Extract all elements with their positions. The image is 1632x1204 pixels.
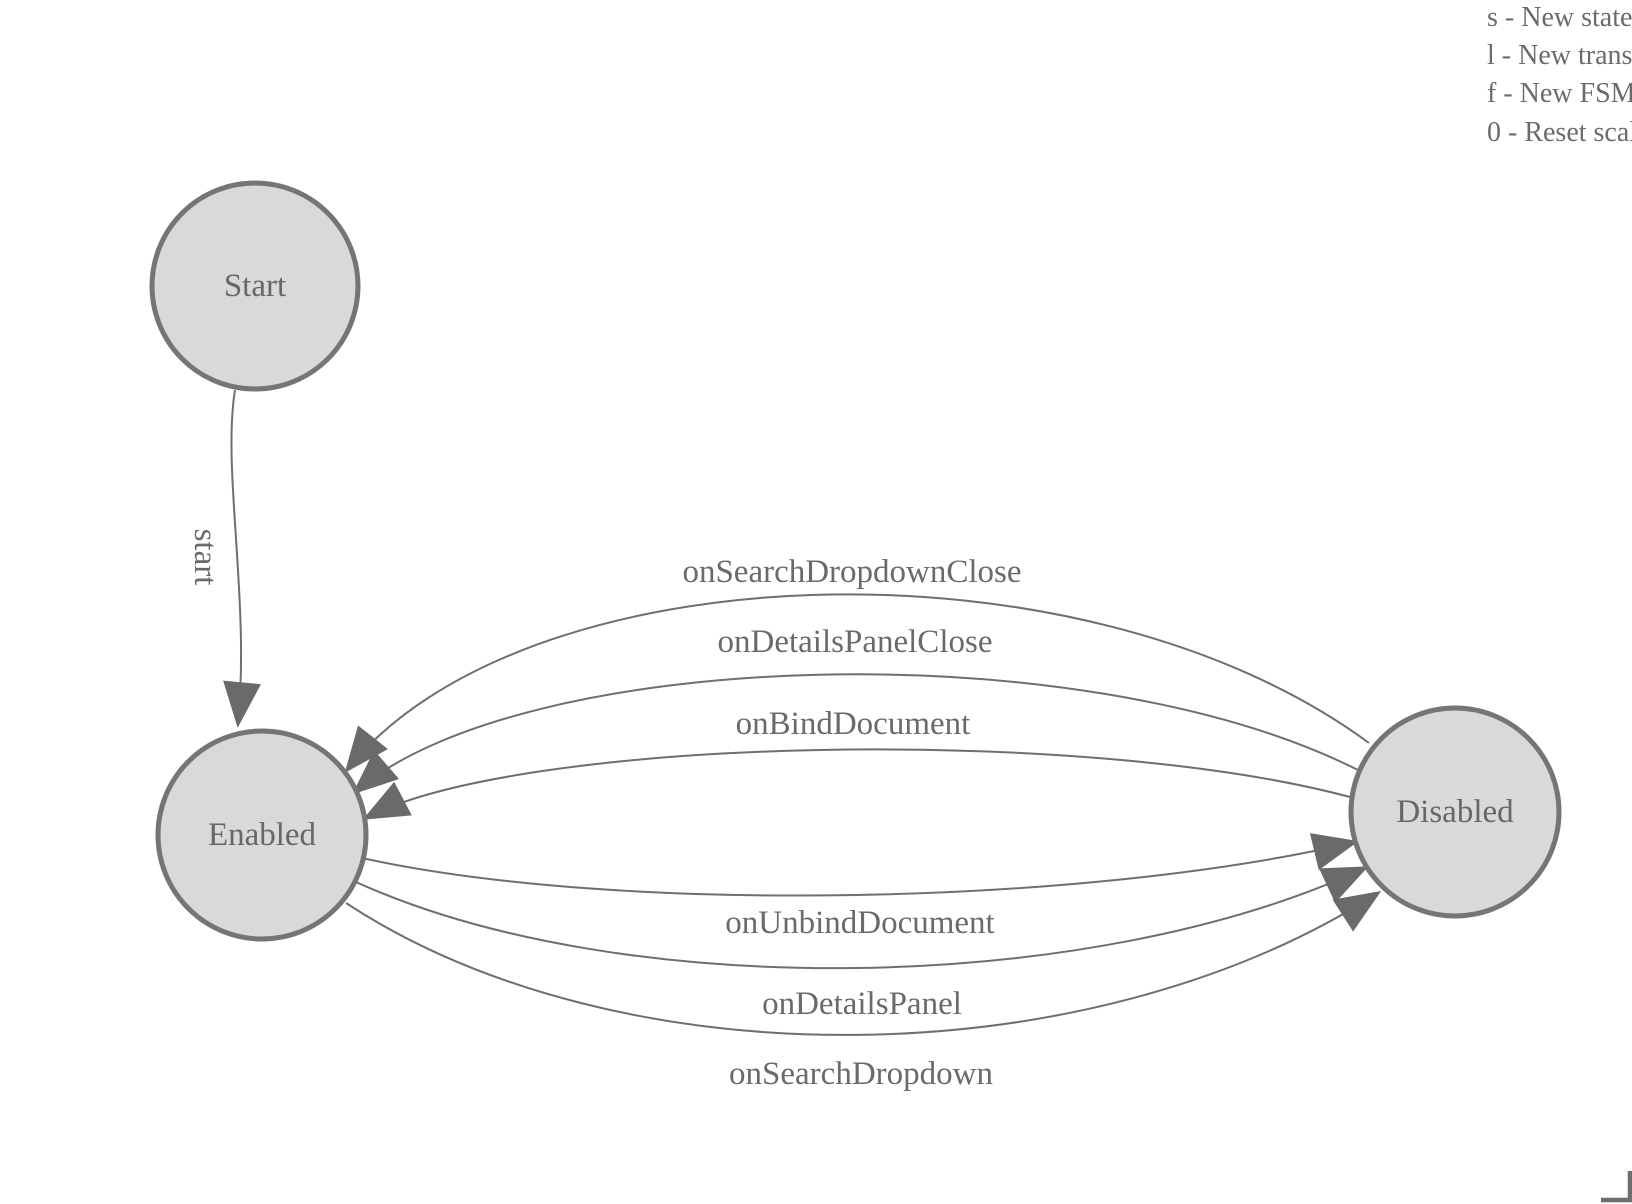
transition-label-onSearchDropdown[interactable]: onSearchDropdown: [729, 1056, 993, 1092]
transition-onDetailsPanel: onDetailsPanel: [355, 866, 1369, 1022]
transition-edge-onDetailsPanel[interactable]: [355, 866, 1369, 970]
state-label-disabled: Disabled: [1396, 794, 1514, 830]
transition-edge-onSearchDropdownClose[interactable]: [344, 593, 1370, 773]
transition-label-onSearchDropdownClose[interactable]: onSearchDropdownClose: [682, 554, 1021, 590]
state-node-disabled: Disabled: [1348, 705, 1562, 919]
transition-edge-start[interactable]: [223, 389, 261, 728]
transition-label-start[interactable]: start: [187, 529, 223, 586]
transition-label-onDetailsPanelClose[interactable]: onDetailsPanelClose: [718, 624, 993, 660]
legend-item-new-transition: l - New transition: [1487, 40, 1632, 71]
legend-item-new-fsm: f - New FSM: [1487, 78, 1632, 109]
transition-onSearchDropdown: onSearchDropdown: [345, 890, 1382, 1092]
transition-onUnbindDocument: onUnbindDocument: [361, 833, 1359, 941]
state-label-enabled: Enabled: [208, 817, 317, 853]
legend-item-new-state: s - New state: [1487, 2, 1632, 33]
state-circle-start[interactable]: [149, 180, 361, 392]
canvas-corner-mark: [1601, 1171, 1632, 1203]
transition-edge-onUnbindDocument[interactable]: [361, 833, 1359, 897]
hotkey-legend: s - New state l - New transition f - New…: [1487, 2, 1632, 148]
transition-edge-onBindDocument[interactable]: [362, 748, 1351, 820]
transition-start: start: [187, 389, 261, 728]
transition-onBindDocument: onBindDocument: [362, 706, 1351, 820]
legend-item-reset-scale: 0 - Reset scale: [1487, 117, 1632, 148]
state-label-start: Start: [224, 268, 286, 304]
transition-label-onUnbindDocument[interactable]: onUnbindDocument: [725, 905, 994, 941]
state-circle-enabled[interactable]: [155, 728, 369, 942]
transition-onDetailsPanelClose: onDetailsPanelClose: [352, 624, 1359, 795]
transition-onSearchDropdownClose: onSearchDropdownClose: [344, 554, 1370, 773]
transition-label-onDetailsPanel[interactable]: onDetailsPanel: [762, 986, 962, 1022]
transition-edge-onDetailsPanelClose[interactable]: [352, 673, 1359, 795]
state-node-enabled: Enabled: [155, 728, 369, 942]
transition-label-onBindDocument[interactable]: onBindDocument: [736, 706, 971, 742]
state-circle-disabled[interactable]: [1348, 705, 1562, 919]
state-node-start: Start: [149, 180, 361, 392]
transition-edge-onSearchDropdown[interactable]: [345, 890, 1382, 1036]
